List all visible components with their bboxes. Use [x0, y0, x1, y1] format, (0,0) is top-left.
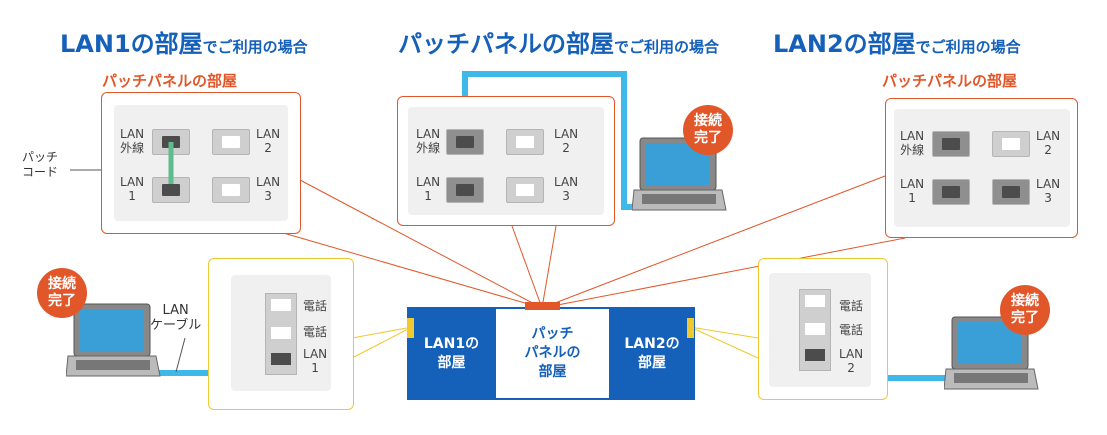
connection-complete-badge-center: 接続完了 [683, 105, 733, 155]
lan-port-1 [932, 179, 970, 205]
patch-panel-room-label-right: パッチパネルの部屋 [882, 72, 1018, 90]
router-port-left [407, 318, 414, 338]
laptop-icon-left [66, 303, 161, 377]
phone-label-1: 電話 [303, 299, 328, 313]
patch-cord-label: パッチコード [22, 150, 59, 179]
patch-panel-room-label-left: パッチパネルの部屋 [102, 72, 238, 90]
lan-port-1 [446, 177, 484, 203]
lan-port-outer [932, 131, 970, 157]
heading-lan1-room: LAN1の部屋でご利用の場合 [60, 30, 308, 58]
lan-port-3 [992, 179, 1030, 205]
lan-port-3 [506, 177, 544, 203]
phone-label-1: 電話 [839, 299, 864, 313]
router-lan1-room: LAN1の部屋 [407, 307, 496, 400]
heading-patch-room: パッチパネルの部屋でご利用の場合 [398, 30, 720, 58]
router-patch-room: パッチパネルの部屋 [496, 307, 609, 400]
router-lan2-room: LAN2の部屋 [609, 307, 695, 400]
laptop-icon-right [944, 316, 1039, 390]
phone-label-2: 電話 [303, 325, 328, 339]
heading-lan2-room: LAN2の部屋でご利用の場合 [773, 30, 1021, 58]
lan-port-2 [992, 131, 1030, 157]
lan-port-2 [506, 129, 544, 155]
router-port-right [687, 318, 694, 338]
router-port-top [525, 302, 560, 310]
lan-port-2 [212, 129, 250, 155]
lan-port-3 [212, 177, 250, 203]
connection-complete-badge-right: 接続完了 [1000, 285, 1050, 335]
connection-complete-badge-left: 接続完了 [37, 268, 87, 318]
phone-label-2: 電話 [839, 323, 864, 337]
lan-port-outer [446, 129, 484, 155]
